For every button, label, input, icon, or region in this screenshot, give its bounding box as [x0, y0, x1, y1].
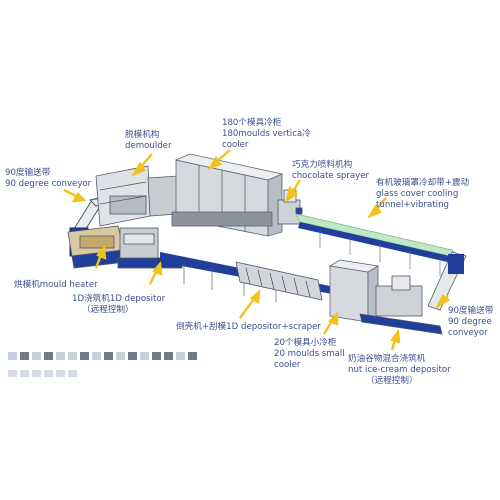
- mould-heater-label: 烘模机mould heater: [14, 280, 98, 291]
- demoulder-label: 脱模机构 demoulder: [125, 130, 171, 152]
- nut-depositor-label-zh: 奶油谷物混合浇筑机: [348, 354, 426, 364]
- right-conveyor-90-degree: [427, 251, 467, 311]
- conveyor-right-label-en: 90 degree: [448, 317, 492, 327]
- pointer-arrows: [63, 149, 451, 351]
- cooler-180-moulds: [171, 153, 284, 237]
- nut-ice-cream-depositor: [359, 275, 443, 335]
- small-cooler-label-en: 20 moulds small: [274, 349, 345, 359]
- blurred-text-block: [8, 352, 197, 362]
- chocolate-sprayer-label-en: chocolate sprayer: [292, 171, 370, 181]
- depositor-1d-label-zh: 1D浇筑机1D depositor: [72, 294, 166, 304]
- small-cooler-label-en2: cooler: [274, 360, 301, 370]
- scraper-label: 倒壳机+刮模1D depositor+scraper: [176, 322, 321, 333]
- nut-depositor-label-note: （远程控制）: [366, 376, 418, 386]
- mould-heater-label-zh: 烘模机mould heater: [14, 280, 98, 290]
- demoulder-label-zh: 脱模机构: [125, 130, 160, 140]
- mould-heater: [67, 225, 127, 269]
- depositor-1d: [117, 227, 183, 269]
- conveyor-left-label-zh: 90度输送带: [5, 168, 51, 178]
- cooler-180-label: 180个模具冷柜 180moulds vertica冷 cooler: [222, 118, 311, 151]
- scraper-station: [235, 261, 323, 301]
- blurred-text-block-2: [8, 370, 77, 377]
- conveyor-left-label: 90度输送带 90 degree conveyor: [5, 168, 91, 190]
- cooler-180-label-en2: cooler: [222, 140, 249, 150]
- depositor-1d-label-note: （远程控制）: [82, 305, 134, 315]
- glass-tunnel-label-en2: tunnel+vibrating: [376, 200, 449, 210]
- nut-depositor-label: 奶油谷物混合浇筑机 nut ice-cream depositor （远程控制）: [348, 354, 451, 387]
- nut-depositor-label-en: nut ice-cream depositor: [348, 365, 451, 375]
- cooler-180-label-en: 180moulds vertica冷: [222, 129, 311, 139]
- cooler-180-label-zh: 180个模具冷柜: [222, 118, 282, 128]
- chocolate-sprayer-label: 巧克力喷料机构 chocolate sprayer: [292, 160, 369, 182]
- chocolate-sprayer-label-zh: 巧克力喷料机构: [292, 160, 353, 170]
- cooler-20-moulds-small: [328, 259, 380, 323]
- demoulder-machine: [95, 165, 179, 227]
- conveyor-left-label-en: 90 degree conveyor: [5, 179, 92, 189]
- glass-tunnel-label: 有机玻璃罩冷却带+震动 glass cover cooling tunnel+v…: [376, 178, 469, 211]
- conveyor-right-label-en2: conveyor: [448, 328, 488, 338]
- small-cooler-label-zh: 20个模具小冷柜: [274, 338, 337, 348]
- scraper-label-zh: 倒壳机+刮模1D depositor+scraper: [176, 322, 321, 332]
- glass-tunnel-label-en: glass cover cooling: [376, 189, 459, 199]
- conveyor-right-label-zh: 90度输送带: [448, 306, 494, 316]
- depositor-1d-label: 1D浇筑机1D depositor （远程控制）: [72, 294, 165, 316]
- demoulder-label-en: demoulder: [125, 141, 172, 151]
- small-cooler-label: 20个模具小冷柜 20 moulds small cooler: [274, 338, 345, 371]
- glass-tunnel-label-zh: 有机玻璃罩冷却带+震动: [376, 178, 470, 188]
- conveyor-right-label: 90度输送带 90 degree conveyor: [448, 306, 493, 339]
